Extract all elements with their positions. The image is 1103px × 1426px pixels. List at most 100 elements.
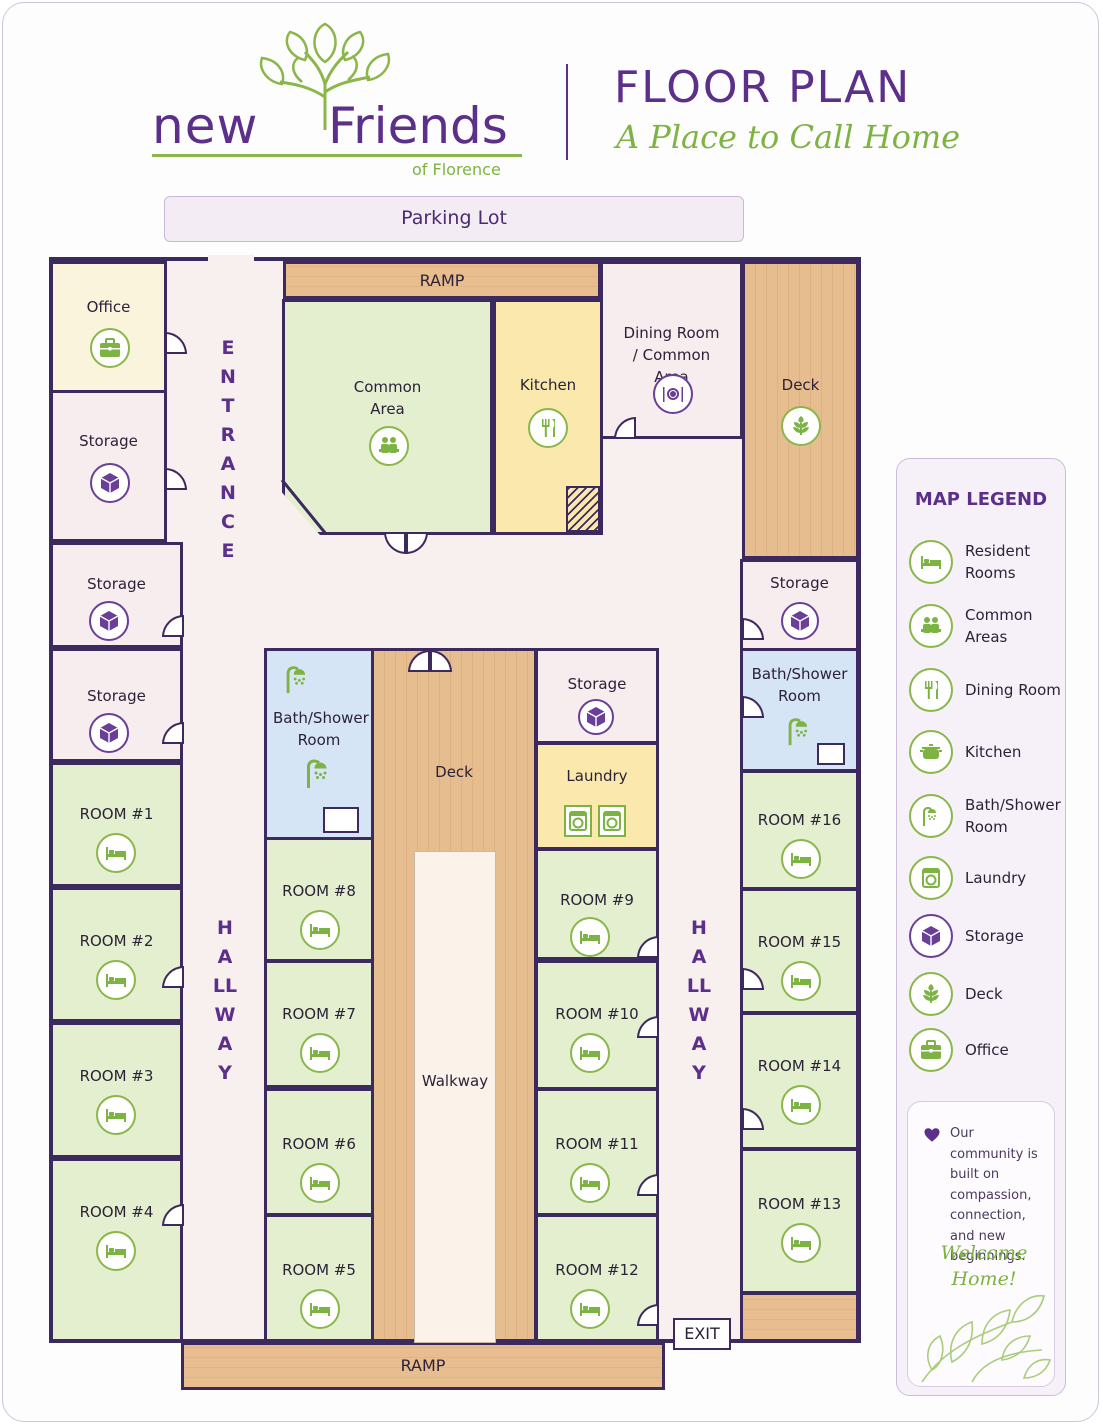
bed-icon xyxy=(909,540,953,584)
bath-shower-right-label: Bath/Shower Room xyxy=(751,665,848,705)
bed-icon xyxy=(781,961,821,1001)
hallway-left-label: HALLWAY xyxy=(212,917,238,1084)
storage-5-label: Storage xyxy=(770,574,829,592)
legend-label: Laundry xyxy=(965,869,1027,887)
room-8[interactable]: ROOM #8 xyxy=(264,837,374,962)
legend-item-resident-rooms: Resident Rooms xyxy=(909,537,1069,587)
laundry-label: Laundry xyxy=(566,767,628,785)
leaves-decoration-icon xyxy=(921,1295,1052,1382)
room-4[interactable]: ROOM #4 xyxy=(50,1158,183,1342)
bath-shower-left-label: Bath/Shower Room xyxy=(273,709,369,749)
utensils-icon xyxy=(528,408,568,448)
deck-right[interactable]: Deck xyxy=(742,261,859,559)
logo-word-friends: Friends xyxy=(328,97,508,155)
room-5[interactable]: ROOM #5 xyxy=(264,1214,374,1342)
ramp-top-label: RAMP xyxy=(419,271,465,290)
bed-icon xyxy=(96,833,136,873)
room-6-label: ROOM #6 xyxy=(282,1135,356,1153)
community-note: Our community is built on compassion, co… xyxy=(907,1101,1055,1387)
legend-item-office: Office xyxy=(909,1025,1069,1075)
bed-icon xyxy=(300,910,340,950)
room-16[interactable]: ROOM #16 xyxy=(740,770,859,890)
room-15[interactable]: ROOM #15 xyxy=(740,888,859,1014)
shower-head-icon xyxy=(281,657,315,701)
bed-icon xyxy=(781,1223,821,1263)
box-icon xyxy=(781,602,819,640)
deck-center[interactable]: Deck Walkway xyxy=(371,648,537,1343)
deck-right-label: Deck xyxy=(781,376,820,394)
room-9-label: ROOM #9 xyxy=(560,891,634,909)
storage-1[interactable]: Storage xyxy=(50,390,167,542)
room-4-label: ROOM #4 xyxy=(79,1203,154,1221)
community-note-text: Our community is built on compassion, co… xyxy=(950,1126,1038,1264)
legend-item-storage: Storage xyxy=(909,911,1069,961)
kitchen[interactable]: Kitchen xyxy=(493,299,603,535)
shower-icon xyxy=(909,794,953,838)
box-icon xyxy=(909,914,953,958)
room-12-label: ROOM #12 xyxy=(555,1261,639,1279)
logo-underline xyxy=(152,154,522,157)
office-label: Office xyxy=(86,298,131,316)
dining-room[interactable]: Dining Room / Common Area xyxy=(600,261,743,439)
bed-icon xyxy=(300,1289,340,1329)
hallway-right-label: HALLWAY xyxy=(686,917,712,1084)
entrance-gap xyxy=(208,255,254,265)
storage-1-label: Storage xyxy=(79,432,138,450)
common-area[interactable]: Common Area xyxy=(282,299,493,535)
legend-label: Common Areas xyxy=(965,606,1033,646)
legend-label: Dining Room xyxy=(965,681,1061,699)
page-tagline: A Place to Call Home xyxy=(616,118,961,156)
bed-icon xyxy=(300,1033,340,1073)
room-10[interactable]: ROOM #10 xyxy=(535,960,659,1090)
deck-center-label: Deck xyxy=(435,763,473,781)
dryer-icon xyxy=(598,805,626,837)
storage-4[interactable]: Storage xyxy=(535,648,659,744)
walkway[interactable]: Walkway xyxy=(414,851,496,1343)
room-6[interactable]: ROOM #6 xyxy=(264,1088,374,1216)
legend-item-deck: Deck xyxy=(909,969,1069,1019)
exit-label: EXIT xyxy=(684,1324,720,1343)
tree-logo-icon xyxy=(259,22,391,130)
kitchen-hatch xyxy=(566,486,600,532)
room-11[interactable]: ROOM #11 xyxy=(535,1088,659,1216)
ramp-bottom-label: RAMP xyxy=(400,1356,446,1375)
storage-2[interactable]: Storage xyxy=(50,542,183,648)
washer-icon xyxy=(564,805,592,837)
room-3[interactable]: ROOM #3 xyxy=(50,1022,183,1158)
legend-title: MAP LEGEND xyxy=(914,489,1048,510)
box-icon xyxy=(90,463,130,503)
room-8-label: ROOM #8 xyxy=(282,882,356,900)
welcome-home: Welcome Home! xyxy=(940,1242,1028,1290)
legend-label: Resident Rooms xyxy=(965,542,1031,582)
room-13[interactable]: ROOM #13 xyxy=(740,1148,859,1294)
room-7[interactable]: ROOM #7 xyxy=(264,960,374,1088)
storage-2-label: Storage xyxy=(87,575,146,593)
office[interactable]: Office xyxy=(50,261,167,393)
room-11-label: ROOM #11 xyxy=(555,1135,639,1153)
room-14[interactable]: ROOM #14 xyxy=(740,1012,859,1150)
legend-label: Bath/Shower Room xyxy=(965,796,1061,836)
plant-icon xyxy=(781,406,821,446)
kitchen-label: Kitchen xyxy=(519,376,577,394)
room-1-label: ROOM #1 xyxy=(79,805,154,823)
header-divider xyxy=(566,64,568,160)
map-legend: MAP LEGEND Resident Rooms Common Areas D… xyxy=(896,458,1066,1396)
room-2[interactable]: ROOM #2 xyxy=(50,887,183,1022)
legend-label: Deck xyxy=(965,985,1003,1003)
room-9[interactable]: ROOM #9 xyxy=(535,848,659,960)
storage-3-label: Storage xyxy=(87,687,146,705)
logo: new Friends of Florence xyxy=(150,22,530,182)
storage-5[interactable]: Storage xyxy=(740,559,859,651)
bath-shower-left[interactable]: Bath/Shower Room xyxy=(264,648,374,840)
room-1[interactable]: ROOM #1 xyxy=(50,762,183,887)
washer-icon xyxy=(909,856,953,900)
storage-3[interactable]: Storage xyxy=(50,648,183,762)
laundry[interactable]: Laundry xyxy=(535,742,659,850)
exit-sign[interactable]: EXIT xyxy=(673,1318,731,1350)
bed-icon xyxy=(300,1163,340,1203)
utensils-icon xyxy=(909,668,953,712)
box-icon xyxy=(578,699,614,735)
sink-icon xyxy=(817,743,845,765)
parking-lot-label: Parking Lot xyxy=(401,207,507,229)
bed-icon xyxy=(96,1231,136,1271)
